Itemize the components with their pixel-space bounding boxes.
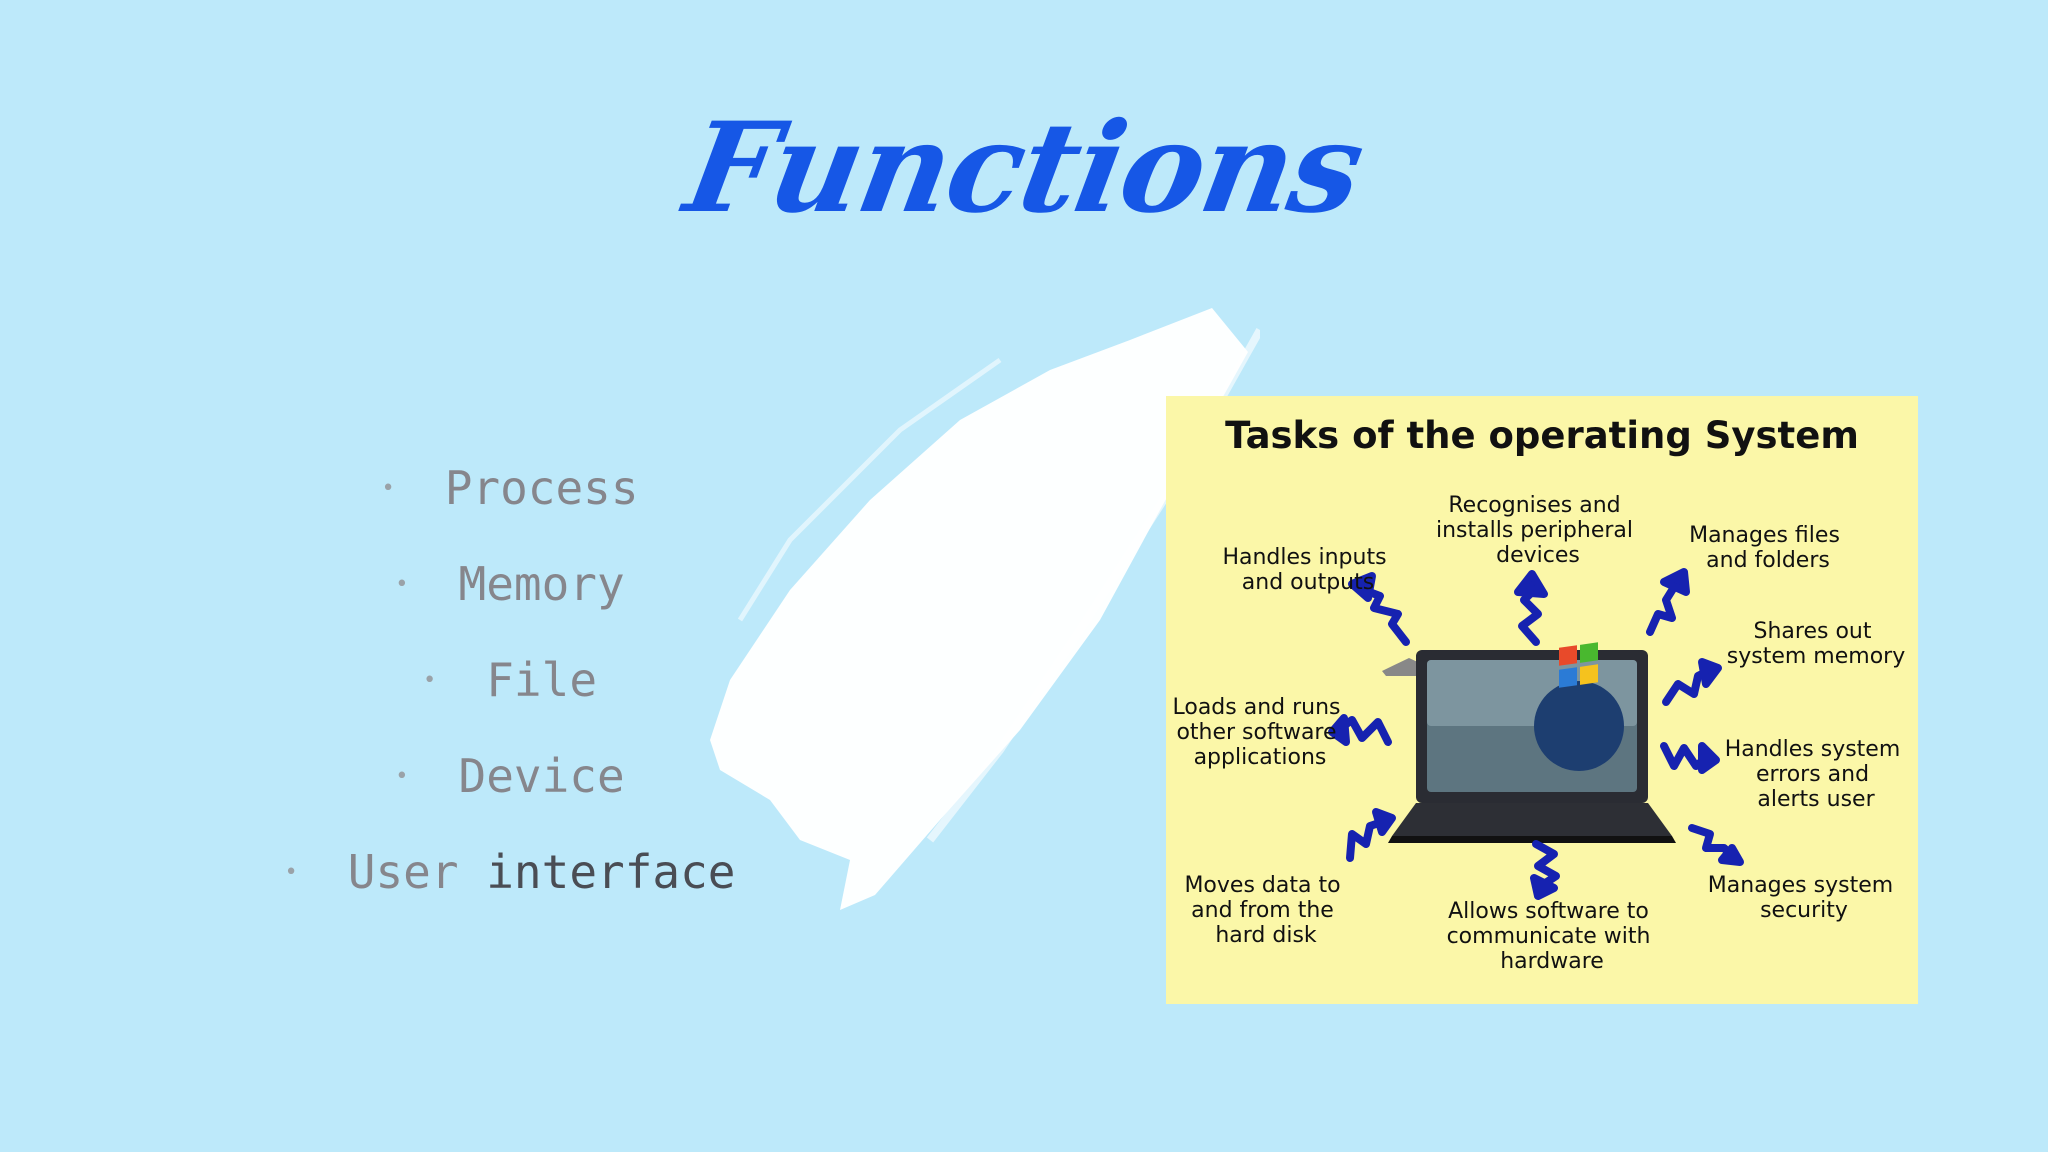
- arrow-icon: [1514, 570, 1548, 646]
- os-tasks-diagram: Tasks of the operating System: [1166, 396, 1918, 1004]
- arrow-icon: [1328, 714, 1392, 746]
- task-label-moves-data: Moves data to and from the hard disk: [1184, 873, 1347, 948]
- task-label-handles-io: Handles inputs and outputs: [1222, 545, 1393, 595]
- bullet-dot-icon: •: [381, 475, 395, 501]
- bullet-item: • Device: [200, 728, 820, 824]
- bullet-list: • Process • Memory • File • Device • Use…: [200, 440, 820, 920]
- arrow-icon: [1346, 808, 1396, 862]
- arrow-icon: [1646, 568, 1690, 636]
- bullet-dot-icon: •: [395, 763, 409, 789]
- task-label-manages-files: Manages files and folders: [1689, 523, 1847, 573]
- task-label-handles-errors: Handles system errors and alerts user: [1725, 737, 1908, 812]
- bullet-label: Device: [458, 749, 625, 803]
- bullet-item: • Memory: [200, 536, 820, 632]
- task-label-loads-runs: Loads and runs other software applicatio…: [1172, 695, 1347, 770]
- bullet-label: Process: [444, 461, 639, 515]
- task-label-recognises: Recognises and installs peripheral devic…: [1436, 493, 1640, 568]
- laptop-icon: [1382, 642, 1676, 843]
- arrow-icon: [1688, 824, 1744, 866]
- task-label-allows-software: Allows software to communicate with hard…: [1447, 899, 1658, 974]
- bullet-label-part2: interface: [486, 845, 736, 899]
- bullet-dot-icon: •: [284, 859, 298, 885]
- diagram-title: Tasks of the operating System: [1225, 414, 1859, 457]
- arrow-icon: [1348, 572, 1410, 646]
- task-label-shares-memory: Shares out system memory: [1727, 619, 1905, 669]
- arrow-icon: [1530, 840, 1560, 900]
- bullet-item: • User interface: [200, 824, 820, 920]
- bullet-label: File: [486, 653, 598, 707]
- bullet-dot-icon: •: [395, 571, 409, 597]
- bullet-label: Memory: [458, 557, 625, 611]
- bullet-item: • File: [200, 632, 820, 728]
- slide-title: Functions: [675, 96, 1373, 241]
- arrow-icon: [1660, 742, 1720, 774]
- bullet-dot-icon: •: [422, 667, 437, 693]
- arrow-icon: [1662, 658, 1722, 706]
- bullet-label-part1: User: [347, 845, 459, 899]
- task-label-manages-security: Manages system security: [1708, 873, 1900, 923]
- bullet-item: • Process: [200, 440, 820, 536]
